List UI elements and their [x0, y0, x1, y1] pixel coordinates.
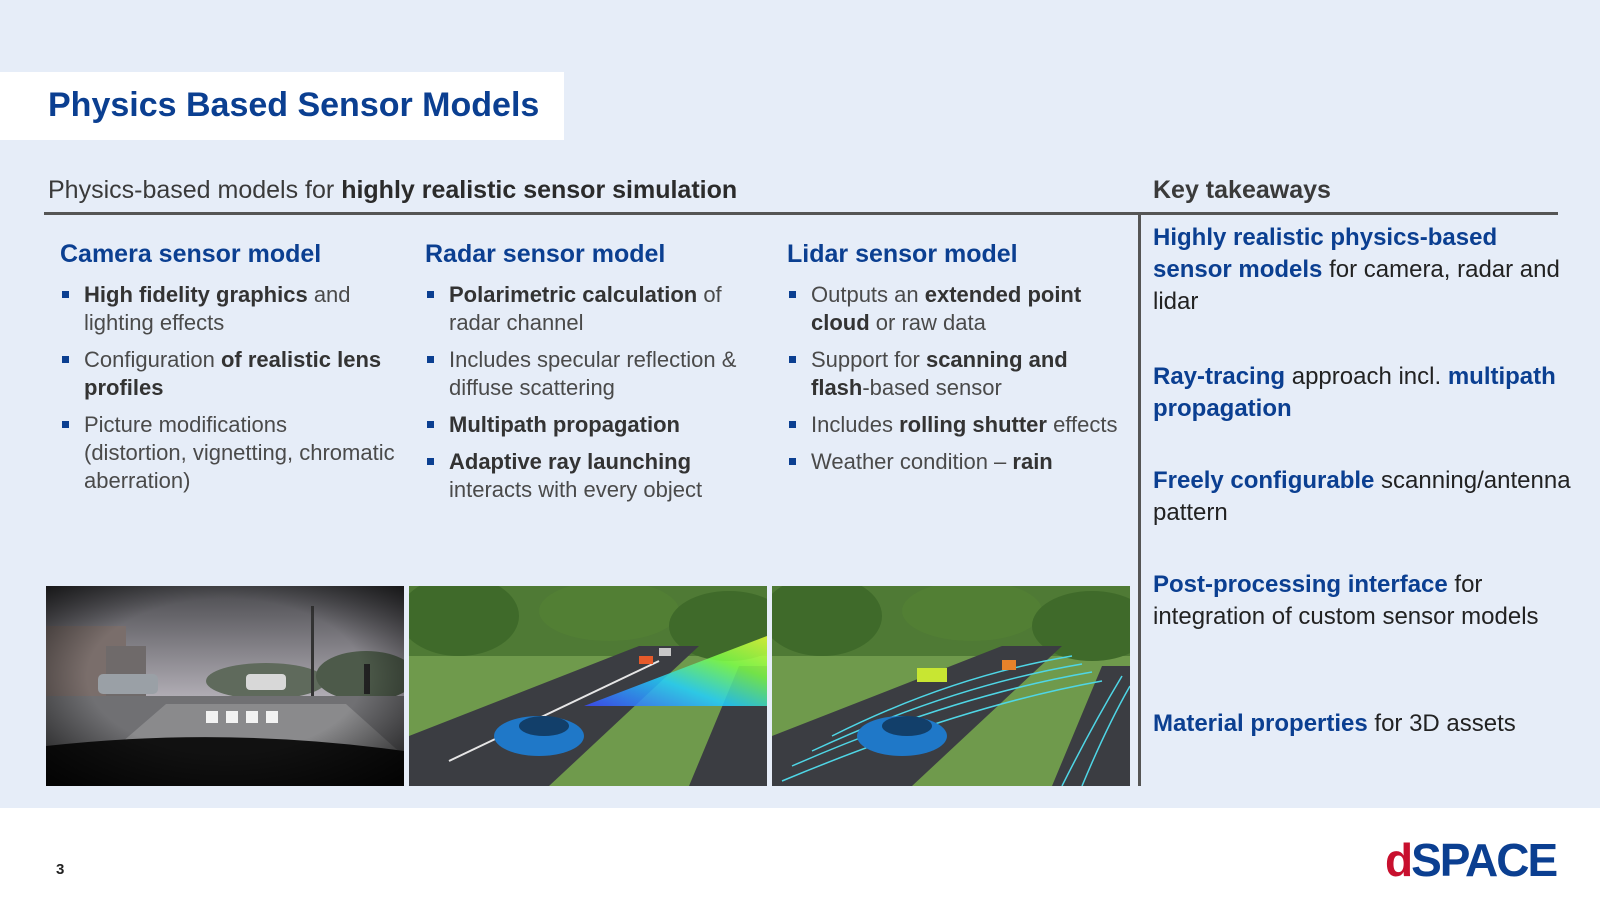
text-segment: Includes specular reflection & diffuse s…	[449, 347, 737, 400]
bold-text: extended point cloud	[811, 282, 1082, 335]
radar-sensor-image	[409, 586, 767, 786]
camera-column-title: Camera sensor model	[60, 240, 322, 268]
logo-space: SPACE	[1411, 834, 1558, 886]
bullet-item: Includes specular reflection & diffuse s…	[425, 346, 760, 402]
key-takeaway-item: Post-processing interface for integratio…	[1153, 569, 1573, 633]
title-box: Physics Based Sensor Models	[0, 72, 564, 140]
text-segment: Configuration	[84, 347, 221, 372]
text-segment: for integration of custom sensor models	[1153, 571, 1539, 630]
bold-text: Ray-tracing	[1153, 363, 1286, 390]
radar-column-title: Radar sensor model	[425, 240, 666, 268]
radar-column: Radar sensor model Polarimetric calculat…	[425, 240, 760, 513]
text-segment: Outputs an	[811, 282, 925, 307]
takeaways-divider	[1138, 212, 1558, 215]
bold-text: Freely configurable	[1153, 467, 1375, 494]
text-segment: effects	[1046, 412, 1118, 437]
bold-text: Highly realistic physics-based sensor mo…	[1153, 224, 1498, 283]
lidar-column: Lidar sensor model Outputs an extended p…	[787, 240, 1122, 485]
key-takeaway-item: Highly realistic physics-based sensor mo…	[1153, 222, 1573, 318]
text-segment: for 3D assets	[1367, 710, 1516, 737]
bullet-item: Adaptive ray launching interacts with ev…	[425, 448, 760, 504]
bold-text: scanning and flash	[811, 347, 1068, 400]
bold-text: High fidelity graphics	[84, 282, 308, 307]
section-heading-bold: highly realistic sensor simulation	[341, 176, 738, 204]
text-segment: Includes	[811, 412, 900, 437]
text-segment: Support for	[811, 347, 926, 372]
text-segment: approach incl.	[1285, 363, 1448, 390]
bold-text: rain	[1012, 449, 1053, 474]
bullet-item: Picture modifications (distortion, vigne…	[60, 411, 395, 495]
text-segment: -based sensor	[862, 375, 1002, 400]
text-segment: scanning/antenna pattern	[1153, 467, 1571, 526]
text-segment: of radar channel	[449, 282, 722, 335]
bullet-item: Weather condition – rain	[787, 448, 1122, 476]
bullet-item: Outputs an extended point cloud or raw d…	[787, 281, 1122, 337]
bullet-item: Multipath propagation	[425, 411, 760, 439]
text-segment: and lighting effects	[84, 282, 351, 335]
vertical-divider	[1138, 212, 1141, 786]
key-takeaways-heading: Key takeaways	[1153, 176, 1331, 204]
bold-text: Post-processing interface	[1153, 571, 1448, 598]
text-segment: Picture modifications (distortion, vigne…	[84, 412, 395, 493]
bold-text: Material properties	[1153, 710, 1368, 737]
section-heading-plain: Physics-based models for	[48, 176, 342, 204]
text-segment: Weather condition –	[811, 449, 1013, 474]
key-takeaway-item: Material properties for 3D assets	[1153, 708, 1573, 740]
key-takeaway-item: Ray-tracing approach incl. multipath pro…	[1153, 361, 1573, 425]
bold-text: Adaptive ray launching	[449, 449, 692, 474]
text-segment: for camera, radar and lidar	[1153, 256, 1560, 315]
camera-column: Camera sensor model High fidelity graphi…	[60, 240, 395, 504]
text-segment: or raw data	[869, 310, 986, 335]
bold-text: of realistic lens profiles	[84, 347, 382, 400]
bold-text: Polarimetric calculation	[449, 282, 698, 307]
bullet-item: Configuration of realistic lens profiles	[60, 346, 395, 402]
radar-bullet-list: Polarimetric calculation of radar channe…	[425, 281, 760, 504]
lidar-column-title: Lidar sensor model	[787, 240, 1018, 268]
section-divider	[44, 212, 1140, 215]
lidar-bullet-list: Outputs an extended point cloud or raw d…	[787, 281, 1122, 476]
key-takeaway-item: Freely configurable scanning/antenna pat…	[1153, 465, 1573, 529]
text-segment: interacts with every object	[449, 477, 703, 502]
section-heading: Physics-based models for highly realisti…	[48, 176, 737, 205]
lidar-sensor-image	[772, 586, 1130, 786]
camera-bullet-list: High fidelity graphics and lighting effe…	[60, 281, 395, 495]
logo-d: d	[1385, 834, 1413, 886]
bold-text: Multipath propagation	[449, 412, 680, 437]
camera-sensor-image	[46, 586, 404, 786]
page-title: Physics Based Sensor Models	[48, 86, 540, 124]
page-number: 3	[56, 861, 65, 878]
bullet-item: Polarimetric calculation of radar channe…	[425, 281, 760, 337]
bullet-item: High fidelity graphics and lighting effe…	[60, 281, 395, 337]
dspace-logo: dSPACE	[1385, 834, 1558, 886]
bullet-item: Support for scanning and flash-based sen…	[787, 346, 1122, 402]
bullet-item: Includes rolling shutter effects	[787, 411, 1122, 439]
bold-text: multipath propagation	[1153, 363, 1556, 422]
bold-text: rolling shutter	[899, 412, 1047, 437]
